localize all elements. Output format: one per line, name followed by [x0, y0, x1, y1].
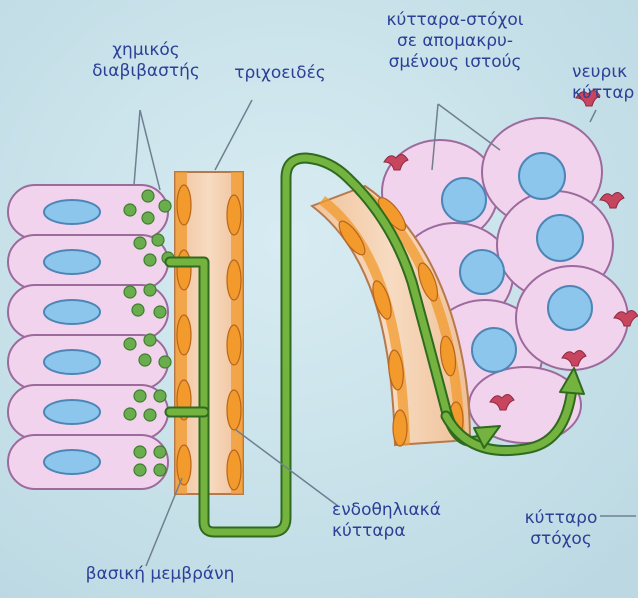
target-cells-label-line2: σε απομακρυ- — [364, 31, 546, 52]
messenger-dot — [144, 409, 156, 421]
endothelial-cell — [177, 185, 191, 225]
chemical-messenger-label-line2: διαβιβαστής — [88, 61, 204, 82]
endothelial-cells-label-line1: ενδοθηλιακά — [332, 500, 454, 521]
messenger-dot — [132, 304, 144, 316]
messenger-dot — [124, 338, 136, 350]
messenger-dot — [144, 334, 156, 346]
messenger-dot — [152, 234, 164, 246]
capillary-label-text: τριχοειδές — [222, 63, 338, 84]
chemical-messenger-label: χημικός διαβιβαστής — [88, 40, 204, 82]
messenger-dot — [154, 446, 166, 458]
messenger-dot — [159, 356, 171, 368]
basement-membrane-label: βασική μεμβράνη — [60, 564, 260, 585]
target-cells-label-line3: σμένους ιστούς — [364, 52, 546, 73]
nucleus — [44, 450, 100, 474]
endothelial-cells-label-line2: κύτταρα — [332, 521, 454, 542]
nucleus — [537, 215, 583, 261]
messenger-dot — [139, 354, 151, 366]
messenger-dot — [124, 204, 136, 216]
nucleus — [44, 250, 100, 274]
endothelial-cell — [227, 325, 241, 365]
endothelial-cell — [177, 250, 191, 290]
nucleus — [460, 250, 504, 294]
endothelial-cell — [177, 315, 191, 355]
messenger-dot — [124, 408, 136, 420]
messenger-dot — [154, 306, 166, 318]
nucleus — [44, 400, 100, 424]
endothelial-cell — [177, 445, 191, 485]
target-cells-label: κύτταρα-στόχοι σε απομακρυ- σμένους ιστο… — [364, 10, 546, 73]
target-cell-label-line2: στόχος — [516, 529, 606, 550]
messenger-dot — [134, 446, 146, 458]
nerve-cells-label-line1: νευρικ — [572, 62, 638, 83]
target-cell-label-line1: κύτταρο — [516, 508, 606, 529]
endothelial-cell — [227, 195, 241, 235]
messenger-dot — [154, 464, 166, 476]
nucleus — [44, 350, 100, 374]
basement-membrane-label-text: βασική μεμβράνη — [60, 564, 260, 585]
messenger-dot — [134, 390, 146, 402]
target-cells-label-line1: κύτταρα-στόχοι — [364, 10, 546, 31]
endothelial-cells-label: ενδοθηλιακά κύτταρα — [332, 500, 454, 542]
target-cell-label: κύτταρο στόχος — [516, 508, 606, 550]
nerve-cells-label-line2: κύτταρ — [572, 83, 638, 104]
nucleus — [519, 153, 565, 199]
messenger-dot — [142, 212, 154, 224]
messenger-dot — [144, 284, 156, 296]
gland-cells — [8, 185, 168, 489]
nucleus — [442, 178, 486, 222]
messenger-dot — [154, 390, 166, 402]
endothelial-cell — [393, 410, 407, 446]
messenger-dot — [134, 464, 146, 476]
nucleus — [548, 286, 592, 330]
nucleus — [44, 300, 100, 324]
nucleus — [472, 328, 516, 372]
messenger-dot — [159, 200, 171, 212]
messenger-dot — [134, 237, 146, 249]
messenger-dot — [142, 190, 154, 202]
messenger-dot — [124, 286, 136, 298]
capillary-label: τριχοειδές — [222, 63, 338, 84]
messenger-dot — [144, 254, 156, 266]
nucleus — [44, 200, 100, 224]
chemical-messenger-label-line1: χημικός — [88, 40, 204, 61]
endothelial-cell — [227, 260, 241, 300]
endothelial-cell — [227, 450, 241, 490]
nerve-cells-label: νευρικ κύτταρ — [572, 62, 638, 104]
endothelial-cell — [227, 390, 241, 430]
